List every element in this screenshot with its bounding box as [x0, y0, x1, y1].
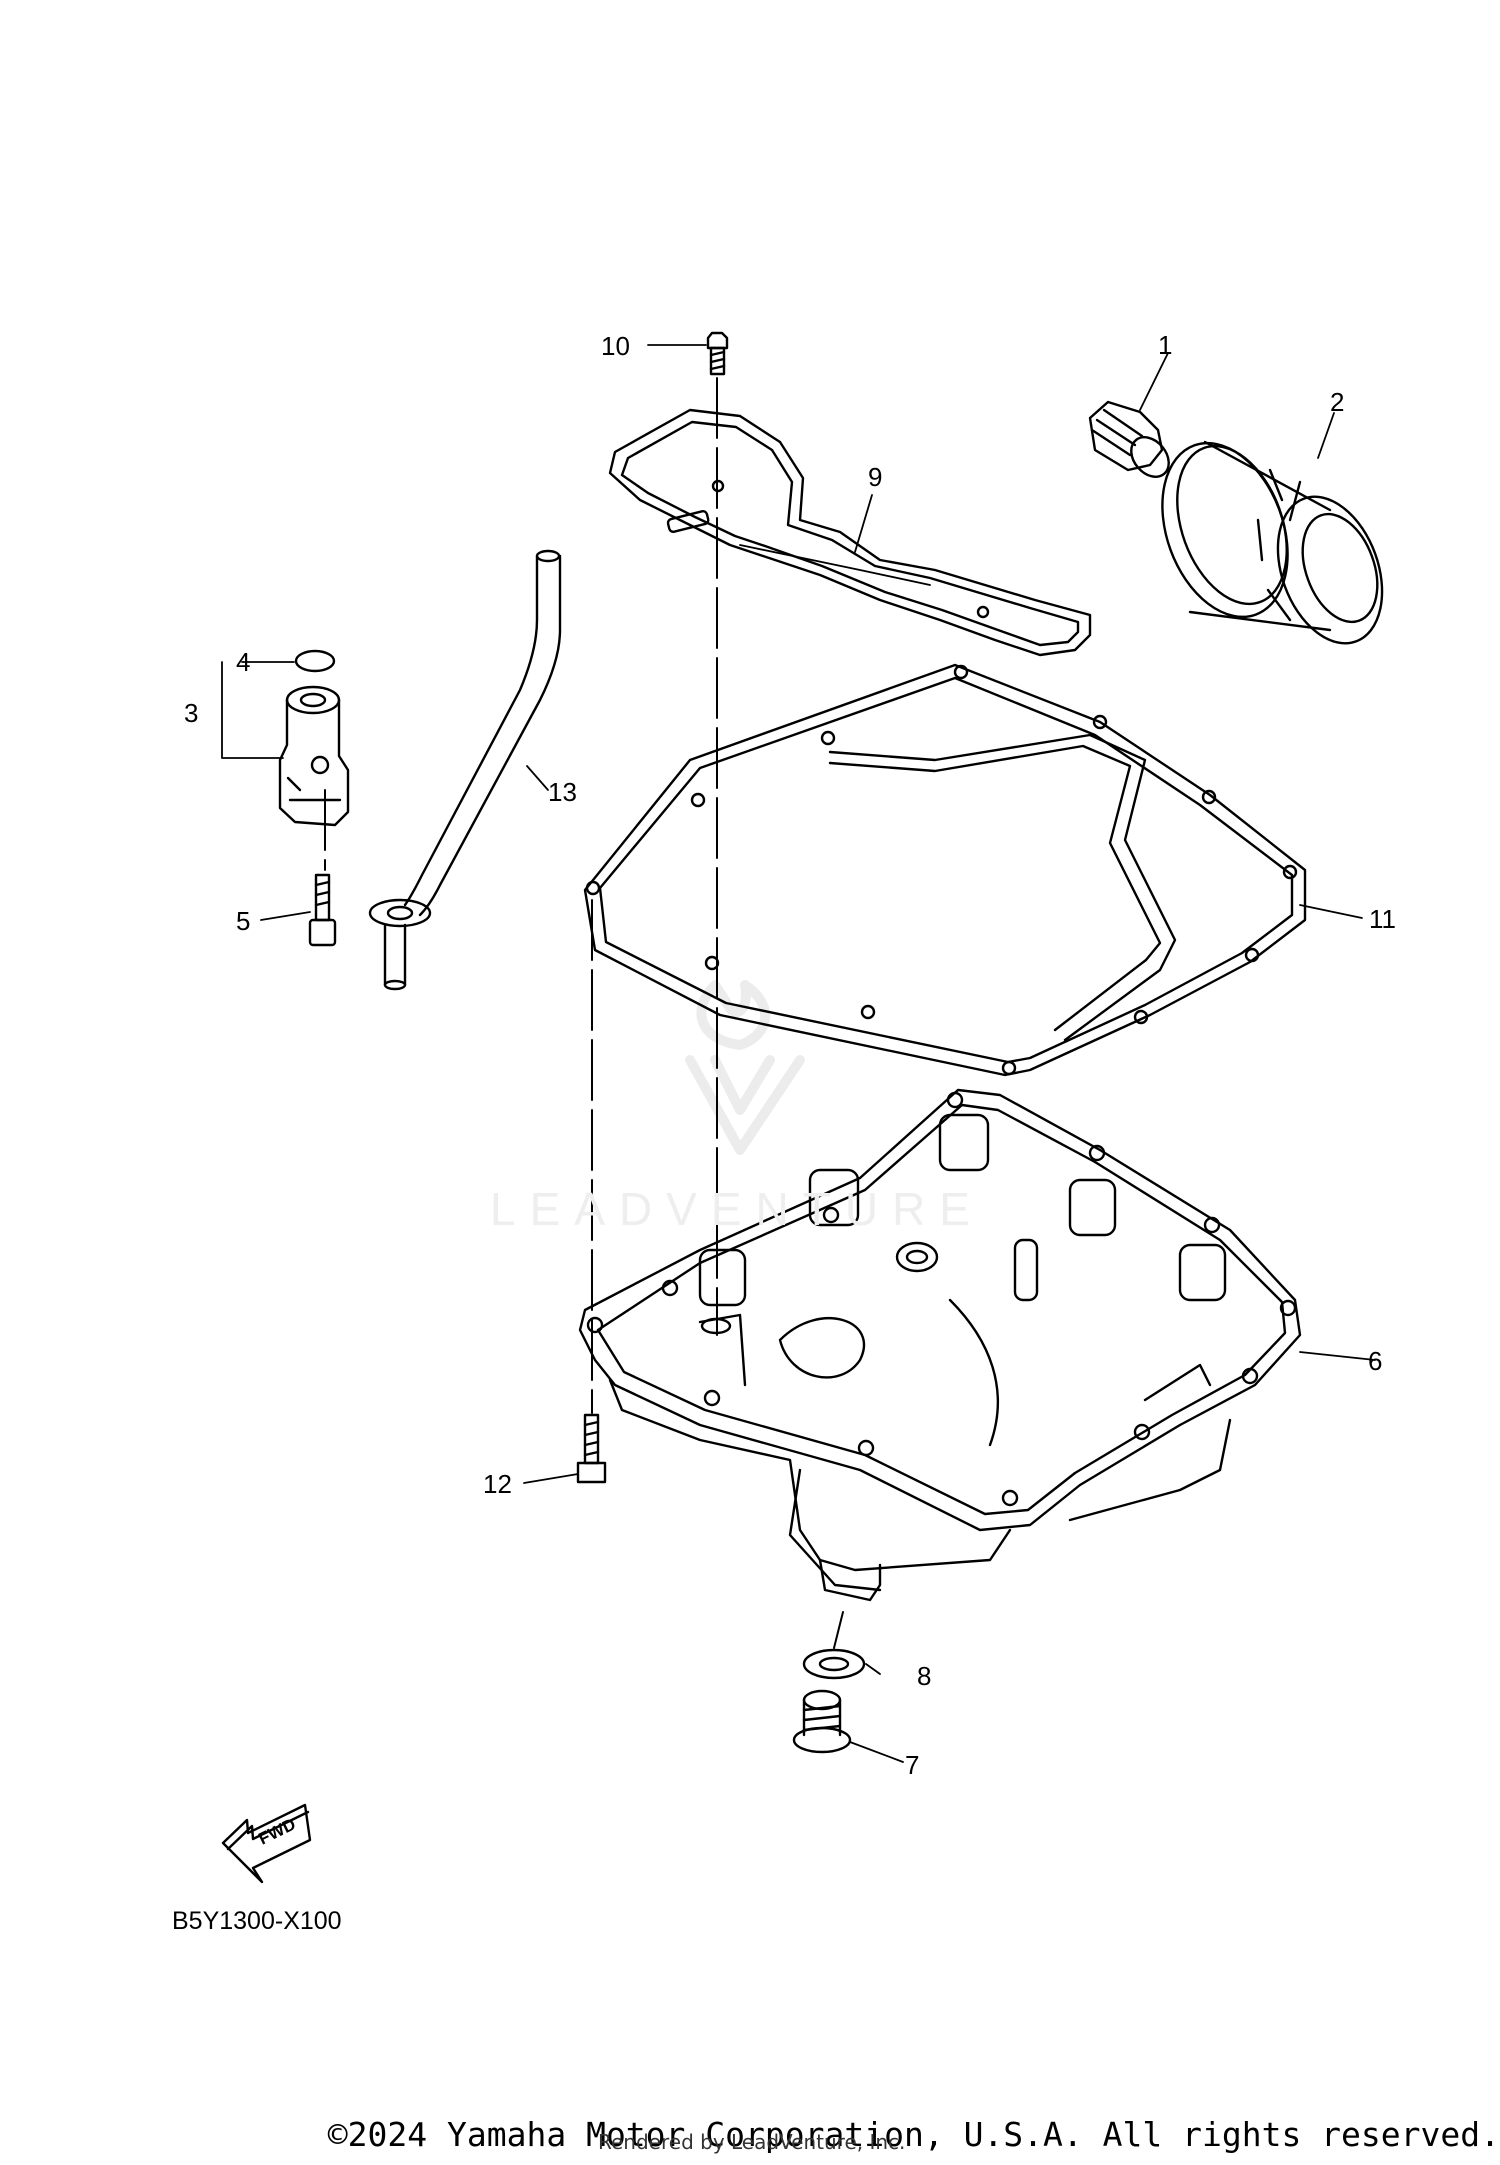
copyright-text: ©2024 Yamaha Motor Corporation, U.S.A. A… [327, 2115, 1500, 2154]
part-2-oil-filter [1161, 440, 1384, 645]
callout-2: 2 [1330, 387, 1345, 417]
part-12-bolt [576, 1413, 607, 1484]
watermark-text: LEADVENTURE [490, 1183, 984, 1235]
callout-6: 6 [1368, 1346, 1383, 1376]
fwd-arrow-icon [221, 1803, 312, 1884]
part-3-oil-pickup [278, 685, 350, 827]
callout-1: 1 [1158, 330, 1173, 360]
callout-10: 10 [601, 331, 630, 361]
leader-lines [221, 344, 1376, 1763]
callout-12: 12 [483, 1469, 512, 1499]
assembly-lines [324, 377, 844, 1649]
callout-13: 13 [548, 777, 577, 807]
callout-7: 7 [905, 1750, 920, 1780]
part-8-washer [802, 1648, 866, 1680]
part-11-gasket [583, 663, 1307, 1077]
part-1-union-bolt [1088, 400, 1170, 478]
callout-4: 4 [236, 647, 251, 677]
part-10-screw [706, 331, 729, 376]
part-9-baffle-plate [608, 408, 1092, 657]
part-5-bolt [308, 873, 337, 947]
part-6-oil-pan [578, 1088, 1302, 1602]
watermark-logo [685, 980, 805, 1155]
callout-9: 9 [868, 462, 883, 492]
part-4-o-ring [294, 649, 336, 673]
diagram-code: B5Y1300-X100 [172, 1907, 342, 1935]
callout-8: 8 [917, 1661, 932, 1691]
part-7-drain-bolt [792, 1689, 852, 1754]
callout-5: 5 [236, 906, 251, 936]
part-13-oil-pipe [368, 549, 562, 991]
rendered-by-text: Rendered by LeadVenture, Inc. [598, 2130, 906, 2154]
callout-11: 11 [1369, 904, 1396, 934]
callout-3: 3 [184, 698, 199, 728]
